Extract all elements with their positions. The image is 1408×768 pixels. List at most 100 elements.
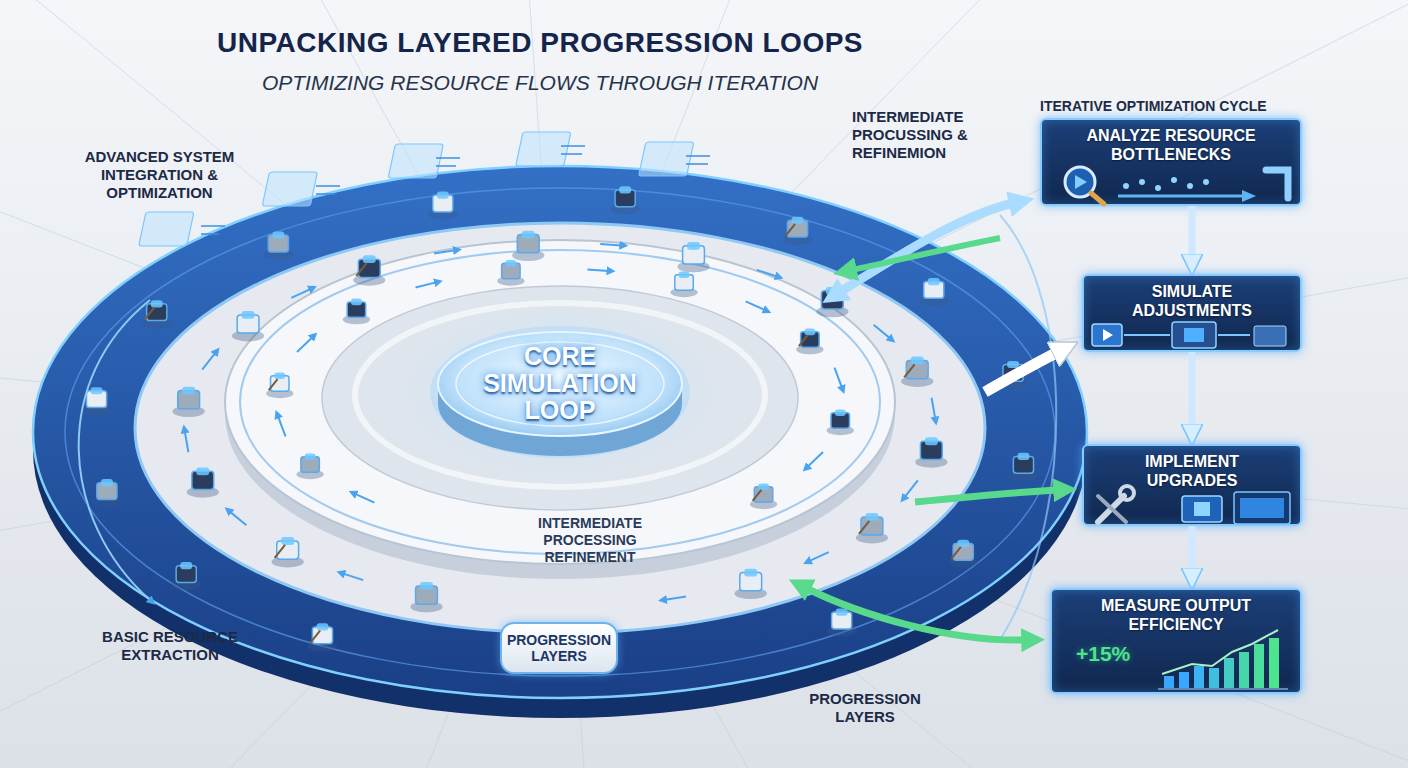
machine-icons (82, 132, 1039, 651)
decor-ellipse (322, 286, 798, 510)
decor-path (985, 352, 1058, 392)
icon-glow (505, 260, 516, 267)
machine-icon (796, 329, 823, 355)
decor-ellipse (456, 342, 664, 426)
box-heading: MEASURE OUTPUT EFFICIENCY (1089, 596, 1264, 634)
core-title: CORE SIMULATION LOOP (465, 343, 655, 424)
flow-arrow (278, 417, 285, 437)
panel-line (436, 157, 460, 159)
decor-path (1118, 195, 1242, 198)
core-loop-disc: CORE SIMULATION LOOP (430, 312, 690, 462)
decor-circle (1171, 177, 1177, 183)
box-heading: SIMULATE ADJUSTMENTS (1117, 282, 1267, 320)
flow-arrow (434, 250, 455, 253)
machine-icon (92, 479, 122, 507)
flow-arrow (600, 244, 621, 245)
decor-polygon (1242, 190, 1256, 202)
icon-glow (196, 467, 209, 475)
decor-circle (1187, 183, 1193, 189)
machine-icon (610, 186, 640, 214)
decor-ellipse (33, 166, 1087, 698)
decor-rect (1194, 502, 1210, 516)
machine-icon (410, 582, 442, 612)
machine-icon (428, 192, 458, 220)
box-heading: IMPLEMENT UPGRADES (1117, 452, 1267, 490)
panel-line (561, 145, 585, 147)
machine-icon (1009, 453, 1039, 481)
decor-rect (1269, 638, 1279, 688)
icon-glow (679, 271, 690, 278)
icon-glow (911, 357, 924, 365)
decor-ellipse (390, 300, 730, 484)
icon-glow (182, 387, 195, 395)
machine-icon (353, 255, 385, 285)
flow-arrow (665, 597, 686, 600)
flow-arrow (808, 452, 823, 467)
machine-icon (735, 569, 767, 599)
icon-glow (1007, 361, 1019, 368)
icon-glow (305, 453, 316, 460)
machine-icon (948, 540, 978, 568)
icon-glow (804, 329, 815, 336)
process-box: SIMULATE ADJUSTMENTS (1082, 274, 1302, 352)
panel-line (201, 225, 225, 227)
decor-ellipse (430, 326, 690, 458)
process-box: MEASURE OUTPUT EFFICIENCY +15% (1050, 588, 1302, 694)
process-box: IMPLEMENT UPGRADES (1082, 444, 1302, 526)
layer-pill: PROGRESSION LAYERS (500, 622, 618, 674)
decor-circle (1123, 183, 1129, 189)
decor-rect (1164, 676, 1174, 688)
flow-arrow (874, 325, 890, 338)
decor-ellipse (225, 249, 895, 579)
process-box: ANALYZE RESOURCE BOTTLENECKS (1040, 118, 1302, 206)
machine-icon (263, 232, 293, 260)
panel-glass (139, 212, 194, 246)
decor-polyline (1162, 630, 1278, 674)
icon-glow (865, 513, 878, 521)
layer-label: INTERMEDIATE PROCUSSING & REFINEMION (852, 108, 1002, 162)
flow-arrow (932, 398, 936, 419)
icon-glow (180, 562, 192, 569)
floating-panel (388, 144, 460, 178)
decor-ellipse (438, 332, 682, 436)
panel-line (561, 153, 582, 155)
icon-handle (859, 521, 869, 534)
icon-glow (274, 372, 285, 379)
subtitle: OPTIMIZING RESOURCE FLOWS THROUGH ITERAT… (120, 70, 960, 96)
decor-path (840, 203, 1014, 292)
decor-rect (1240, 498, 1284, 518)
icon-handle (145, 307, 155, 319)
layer-label: ADVANCED SYSTEM INTEGRATION & OPTIMIZATI… (72, 148, 247, 202)
decor-line (1158, 688, 1288, 690)
machine-icon (142, 300, 172, 328)
icon-glow (437, 192, 449, 199)
flow-arrow (757, 270, 777, 276)
decor-rect (1182, 496, 1222, 522)
panel-line (686, 163, 708, 165)
decor-rect (1254, 644, 1264, 688)
icon-glow (758, 483, 769, 490)
icon-glow (957, 540, 969, 547)
machine-icon (827, 410, 854, 436)
decor-rect (1179, 672, 1189, 688)
flow-arrow (297, 337, 312, 352)
flow-arrow (291, 289, 310, 298)
decor-path (852, 238, 1000, 270)
machine-icon (901, 357, 933, 387)
percent-value: +15% (1076, 642, 1130, 666)
flow-arrow (230, 512, 246, 525)
decor-path (1266, 170, 1288, 198)
icon-glow (272, 232, 284, 239)
icon-glow (420, 582, 433, 590)
panel-line (316, 193, 335, 195)
floating-panel (262, 172, 340, 206)
icon-glow (151, 300, 163, 307)
decor-path (1000, 215, 1056, 640)
icon-handle (753, 490, 762, 501)
icon-glow (242, 311, 255, 319)
machine-icon (827, 608, 857, 636)
panel-glass (388, 144, 443, 178)
decor-circle (1203, 179, 1209, 185)
machine-icon (750, 483, 777, 509)
